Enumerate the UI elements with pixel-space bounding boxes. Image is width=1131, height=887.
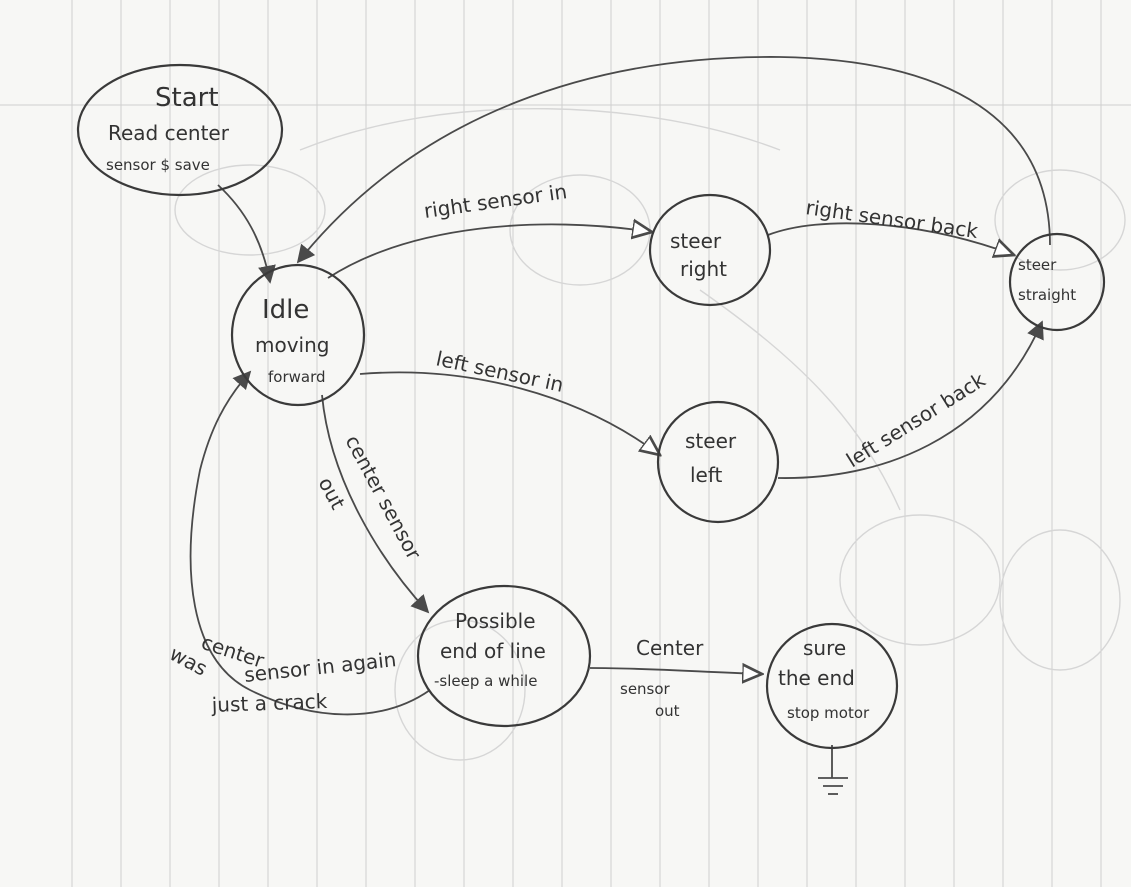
label-center-sensor-out: out [314, 473, 351, 513]
transitions [189, 56, 1051, 795]
label-right-sensor-in: right sensor in [422, 179, 568, 223]
state-idle [230, 263, 366, 407]
edge-center-sensor-in-again [189, 370, 431, 716]
erased-sketch [174, 107, 1126, 761]
edge-right-sensor-in [327, 224, 652, 279]
edge-right-sensor-back [767, 222, 1014, 255]
state-steer-straight [1008, 232, 1106, 332]
state-steer-left [656, 400, 780, 524]
sure-end-line-3: stop motor [787, 704, 870, 722]
state-sure-end [765, 622, 899, 750]
transition-labels: right sensor in right sensor back left s… [166, 179, 990, 720]
state-possible-end [416, 584, 592, 728]
edge-center-sensor-out [321, 394, 430, 614]
sure-end-line-1: sure [803, 636, 846, 660]
label-center-out-2-line-2: sensor [620, 680, 671, 698]
label-center-out-2-line-3: out [655, 702, 680, 720]
possible-end-line-1: Possible [455, 609, 536, 633]
edge-left-sensor-back [777, 320, 1044, 479]
start-line-2: Read center [108, 121, 230, 145]
steer-left-line-2: left [690, 463, 723, 487]
idle-line-2: moving [255, 333, 329, 357]
edge-center-sensor-out-2 [589, 668, 762, 674]
possible-end-line-3: -sleep a while [434, 672, 537, 690]
steer-straight-line-2: straight [1018, 286, 1076, 304]
start-title: Start [155, 83, 219, 113]
sure-end-line-2: the end [778, 666, 855, 690]
label-crack-2: just a crack [210, 689, 328, 717]
label-center-out-2-line-1: Center [636, 636, 704, 660]
state-labels: Start Read center sensor $ save Idle mov… [106, 83, 1076, 722]
states [76, 63, 1106, 750]
idle-title: Idle [262, 295, 309, 325]
label-left-sensor-in: left sensor in [434, 346, 566, 396]
steer-straight-line-1: steer [1018, 256, 1057, 274]
edge-straight-to-idle [296, 56, 1051, 264]
steer-right-line-2: right [680, 257, 727, 281]
state-start [76, 63, 284, 197]
label-center-again-2: sensor in again [243, 647, 397, 687]
edge-start-to-idle [217, 184, 276, 284]
label-center-sensor: center sensor [341, 431, 427, 564]
state-steer-right [648, 193, 772, 307]
start-line-3: sensor $ save [106, 156, 210, 174]
possible-end-line-2: end of line [440, 639, 546, 663]
steer-left-line-1: steer [685, 429, 737, 453]
idle-line-3: forward [268, 368, 326, 386]
edge-left-sensor-in [359, 371, 660, 455]
steer-right-line-1: steer [670, 229, 722, 253]
